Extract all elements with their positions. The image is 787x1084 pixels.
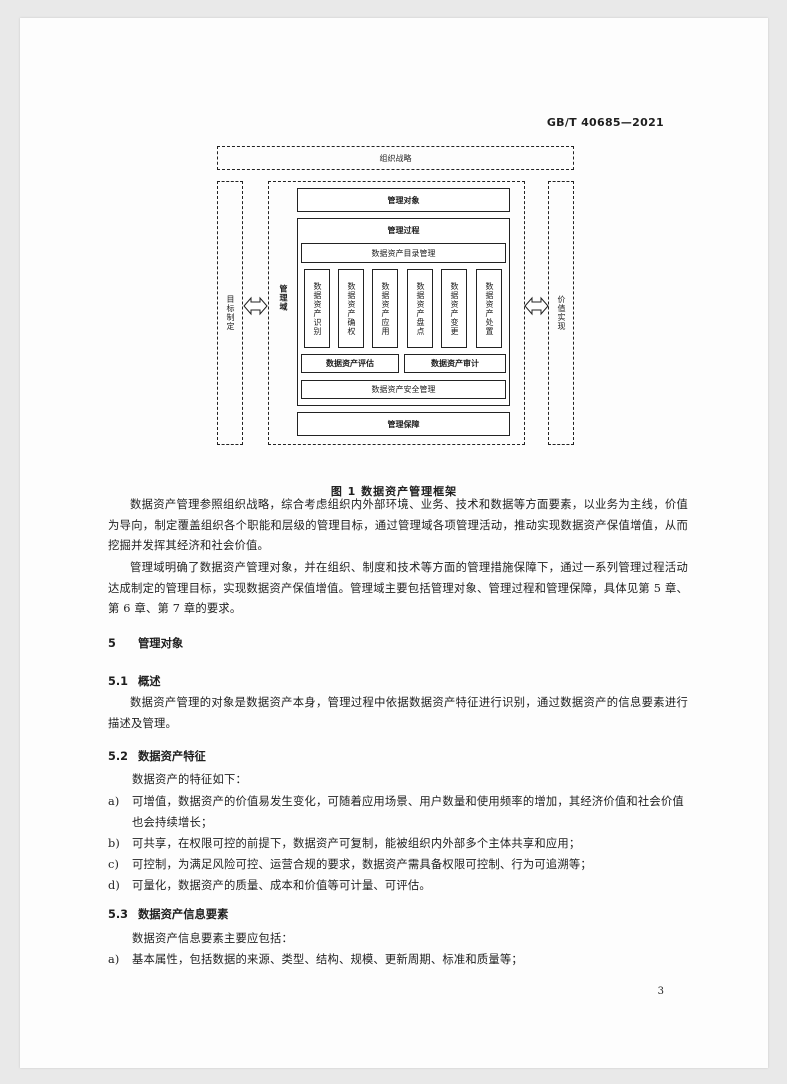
activity-label: 数据资产盘点 xyxy=(416,281,425,336)
management-guarantee-label: 管理保障 xyxy=(387,419,420,429)
list-marker: d) xyxy=(108,879,121,892)
section-number: 5.3 xyxy=(108,908,129,921)
activity-label: 数据资产应用 xyxy=(381,281,390,336)
activity-label: 数据资产处置 xyxy=(485,281,494,336)
activity-ownership: 数据资产确权 xyxy=(338,269,364,348)
management-process-label: 管理过程 xyxy=(387,225,420,235)
list-marker: a) xyxy=(108,953,120,966)
activity-identification: 数据资产识别 xyxy=(304,269,330,348)
section-5-3-heading: 5.3 数据资产信息要素 xyxy=(108,906,228,922)
audit-box: 数据资产审计 xyxy=(404,354,506,373)
value-realization-column: 价值实现 xyxy=(548,181,574,445)
section-title: 数据资产特征 xyxy=(138,750,206,763)
section-5-heading: 5 管理对象 xyxy=(108,635,183,651)
audit-label: 数据资产审计 xyxy=(431,359,479,368)
goal-setting-column: 目标制定 xyxy=(217,181,243,445)
list-item: c) 可控制，为满足风险可控、运营合规的要求，数据资产需具备权限可控制、行为可追… xyxy=(108,854,688,875)
management-object-box: 管理对象 xyxy=(297,188,510,212)
section-title: 管理对象 xyxy=(138,637,184,650)
management-object-label: 管理对象 xyxy=(387,195,420,205)
section-number: 5.1 xyxy=(108,675,129,688)
security-management-label: 数据资产安全管理 xyxy=(371,385,436,394)
activity-application: 数据资产应用 xyxy=(372,269,398,348)
section-5-2-heading: 5.2 数据资产特征 xyxy=(108,748,206,764)
value-realization-label: 价值实现 xyxy=(557,295,566,331)
security-management-box: 数据资产安全管理 xyxy=(301,380,506,399)
management-guarantee-box: 管理保障 xyxy=(297,412,510,436)
list-item: d) 可量化，数据资产的质量、成本和价值等可计量、可评估。 xyxy=(108,875,688,896)
activity-label: 数据资产变更 xyxy=(450,281,459,336)
figure-caption: 图 1 数据资产管理框架 xyxy=(330,485,458,498)
activity-change: 数据资产变更 xyxy=(441,269,467,348)
standard-number: GB/T 40685—2021 xyxy=(546,116,664,129)
catalog-management-label: 数据资产目录管理 xyxy=(371,248,436,258)
list-text: 基本属性，包括数据的来源、类型、结构、规模、更新周期、标准和质量等； xyxy=(132,953,523,966)
catalog-management-box: 数据资产目录管理 xyxy=(301,243,506,263)
section-5-2-intro: 数据资产的特征如下： xyxy=(132,773,247,786)
list-text: 可增值，数据资产的价值易发生变化，可随着应用场景、用户数量和使用频率的增加，其经… xyxy=(132,795,684,829)
management-domain-box xyxy=(268,181,525,445)
activity-inventory: 数据资产盘点 xyxy=(407,269,433,348)
list-marker: a) xyxy=(108,795,120,808)
document-page: GB/T 40685—2021 组织战略 目标制定 价值实现 管理域 管理对象 xyxy=(20,18,768,1068)
org-strategy-label: 组织战略 xyxy=(379,153,412,163)
section-5-1-heading: 5.1 概述 xyxy=(108,673,161,689)
paragraph-2: 管理域明确了数据资产管理对象，并在组织、制度和技术等方面的管理措施保障下，通过一… xyxy=(108,561,688,615)
evaluation-box: 数据资产评估 xyxy=(301,354,399,373)
activity-label: 数据资产确权 xyxy=(347,281,356,336)
list-item: b) 可共享，在权限可控的前提下，数据资产可复制，能被组织内外部多个主体共享和应… xyxy=(108,833,688,854)
evaluation-label: 数据资产评估 xyxy=(326,359,374,368)
section-title: 概述 xyxy=(138,675,161,688)
paragraph-1: 数据资产管理参照组织战略，综合考虑组织内外部环境、业务、技术和数据等方面要素，以… xyxy=(108,498,688,552)
page-number: 3 xyxy=(657,986,664,997)
org-strategy-box: 组织战略 xyxy=(217,146,574,170)
list-text: 可共享，在权限可控的前提下，数据资产可复制，能被组织内外部多个主体共享和应用； xyxy=(132,837,581,850)
section-title: 数据资产信息要素 xyxy=(138,908,229,921)
list-marker: c) xyxy=(108,858,120,871)
list-text: 可量化，数据资产的质量、成本和价值等可计量、可评估。 xyxy=(132,879,431,892)
management-domain-label: 管理域 xyxy=(279,284,288,312)
list-item: a) 可增值，数据资产的价值易发生变化，可随着应用场景、用户数量和使用频率的增加… xyxy=(108,791,688,833)
section-5-3-intro: 数据资产信息要素主要应包括： xyxy=(132,932,293,945)
management-domain-label-wrap: 管理域 xyxy=(274,258,292,338)
list-item: a) 基本属性，包括数据的来源、类型、结构、规模、更新周期、标准和质量等； xyxy=(108,949,688,970)
left-double-arrow-icon xyxy=(243,296,268,316)
activity-disposal: 数据资产处置 xyxy=(476,269,502,348)
list-marker: b) xyxy=(108,837,121,850)
goal-setting-label: 目标制定 xyxy=(226,295,235,331)
list-text: 可控制，为满足风险可控、运营合规的要求，数据资产需具备权限可控制、行为可追溯等； xyxy=(132,858,592,871)
section-number: 5.2 xyxy=(108,750,129,763)
section-5-1-text: 数据资产管理的对象是数据资产本身，管理过程中依据数据资产特征进行识别，通过数据资… xyxy=(108,696,688,730)
right-double-arrow-icon xyxy=(524,296,549,316)
activity-label: 数据资产识别 xyxy=(313,281,322,336)
section-number: 5 xyxy=(108,637,116,650)
